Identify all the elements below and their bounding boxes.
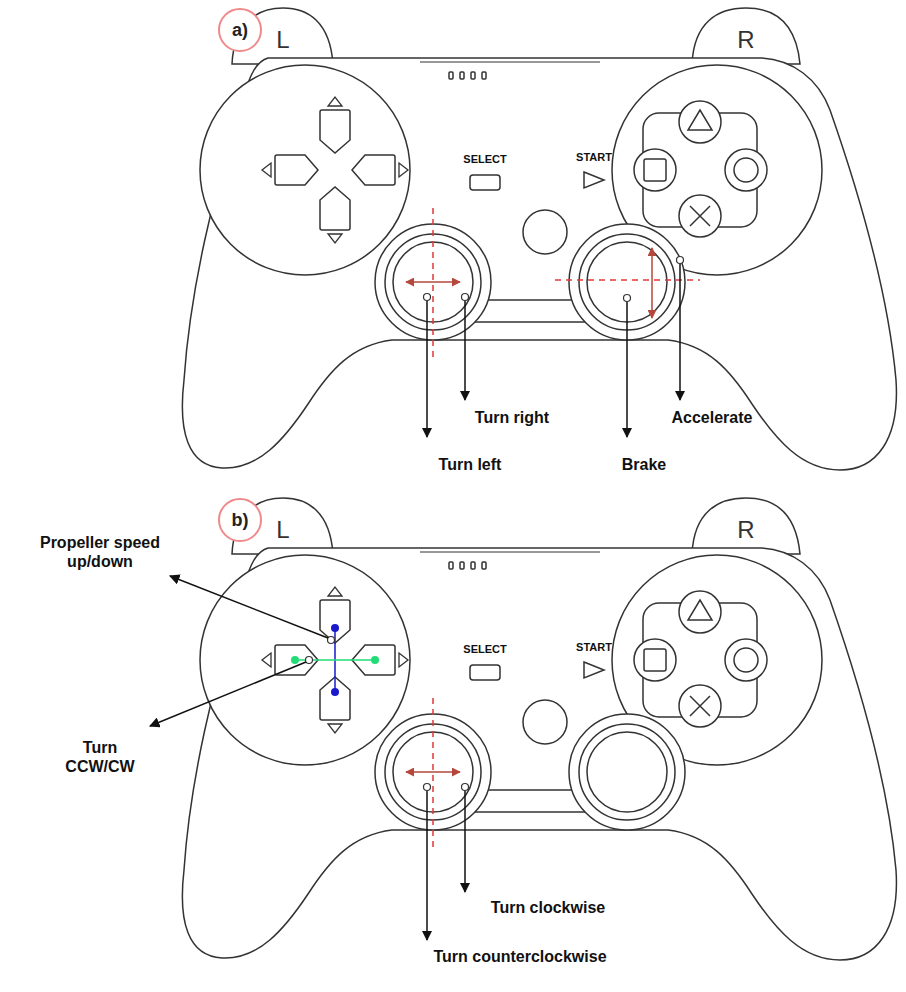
button-name: START	[576, 151, 612, 164]
shoulder-letter: L	[276, 516, 289, 545]
button-name: SELECT	[463, 643, 506, 656]
shoulder-letter: R	[737, 26, 754, 55]
shoulder-letter: L	[276, 26, 289, 55]
panel-letter: b)	[232, 510, 249, 531]
button-name: START	[576, 641, 612, 654]
control-label: Propeller speed up/down	[10, 533, 190, 571]
panel-letter-badge: b)	[218, 498, 262, 542]
stick-overlay-b	[150, 576, 469, 940]
button-name: SELECT	[463, 153, 506, 166]
control-label: Turn counterclockwise	[433, 947, 606, 966]
control-label: Accelerate	[672, 408, 753, 427]
control-label: Turn right	[475, 408, 549, 427]
shoulder-letter: R	[737, 516, 754, 545]
control-label: Turn clockwise	[491, 898, 605, 917]
panel-letter-badge: a)	[218, 8, 262, 52]
control-label: Turn left	[439, 455, 502, 474]
stick-overlay-a	[406, 208, 700, 437]
control-label: Brake	[622, 455, 666, 474]
control-label: Turn CCW/CW	[60, 738, 140, 776]
panel-letter: a)	[232, 20, 248, 41]
